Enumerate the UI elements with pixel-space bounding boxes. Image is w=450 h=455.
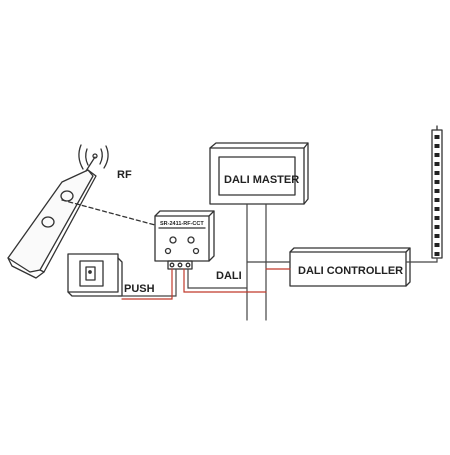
dali-controller-label: DALI CONTROLLER [298, 265, 403, 277]
led-supply-wire [405, 257, 438, 263]
antenna-icon [78, 144, 109, 172]
led-dot [434, 234, 440, 238]
receiver-dali-wire [183, 268, 267, 293]
led-strip-leds [434, 135, 440, 256]
push-wire [117, 268, 177, 297]
led-dot [434, 198, 440, 202]
push-label: PUSH [124, 283, 155, 295]
led-dot [434, 144, 440, 148]
dali-label: DALI [216, 270, 242, 282]
dali-master-box [209, 142, 309, 205]
led-dot [434, 189, 440, 193]
push-wire [121, 268, 173, 300]
led-dot [434, 135, 440, 139]
led-dot [434, 252, 440, 256]
rf-label: RF [117, 169, 132, 181]
dali-master-label: DALI MASTER [224, 174, 299, 186]
led-dot [434, 171, 440, 175]
led-dot [434, 207, 440, 211]
led-dot [434, 243, 440, 247]
led-dot [434, 153, 440, 157]
led-dot [434, 225, 440, 229]
remote-icon [7, 169, 97, 279]
led-dot [434, 216, 440, 220]
rf-link-line [61, 199, 156, 226]
wall-switch-icon [67, 253, 123, 297]
led-dot [434, 162, 440, 166]
led-dot [434, 180, 440, 184]
wiring [117, 203, 438, 321]
receiver-box [154, 210, 215, 270]
receiver-dali-wire [187, 268, 248, 289]
receiver-model-label: SR-2411-RF-CCT [160, 221, 204, 227]
